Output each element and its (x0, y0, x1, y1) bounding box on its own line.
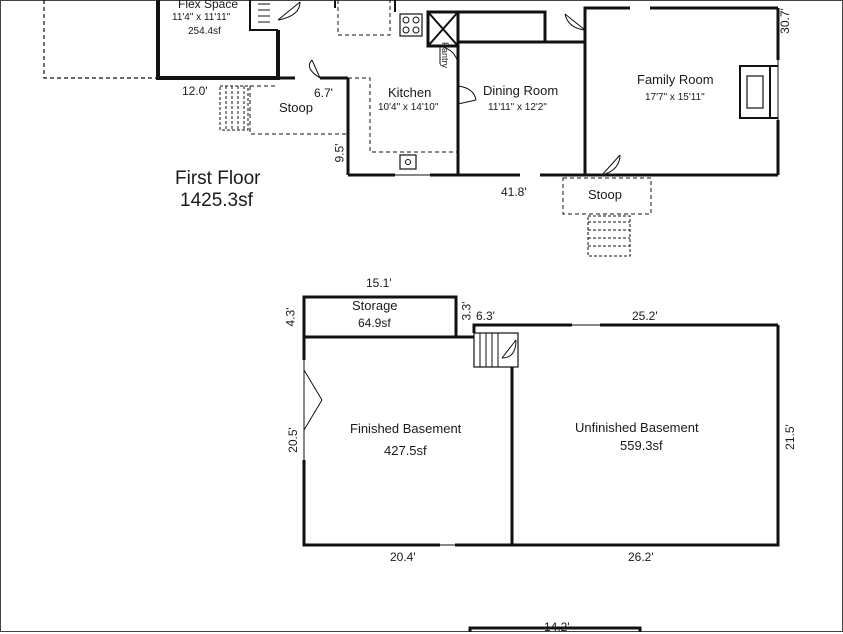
pantry-label: Pantry (440, 41, 451, 69)
dim-basement-left: 20.5' (285, 427, 300, 453)
finished-basement-label: Finished Basement (350, 421, 462, 436)
pantry-cross (427, 11, 459, 47)
flex-space-door-arc (277, 1, 301, 21)
first-floor-plan (43, 0, 780, 257)
flex-space-area: 254.4sf (188, 26, 221, 37)
dining-room-label: Dining Room (483, 83, 559, 98)
flex-space-label: Flex Space (178, 0, 239, 11)
dim-stair: 6.3' (476, 309, 495, 323)
fireplace (739, 65, 771, 119)
dim-kitchen-side: 9.5' (332, 143, 347, 163)
unfinished-basement-area: 559.3sf (620, 438, 663, 453)
dim-storage-right: 3.3' (459, 301, 474, 321)
flex-space-wall (156, 0, 280, 80)
basement-plan (302, 295, 780, 547)
dim-unfinished-top: 25.2' (632, 309, 658, 323)
upper-wall-segment (334, 0, 396, 12)
dashed-outline-left (43, 0, 158, 79)
dim-bottom-partial: 14.2' (544, 620, 570, 634)
flex-space-stair-wall (249, 0, 278, 31)
family-room-dims: 17'7" x 15'11" (645, 92, 705, 103)
dim-finished-bottom: 20.4' (390, 550, 416, 564)
dim-left-width: 12.0' (182, 84, 208, 98)
flex-space-dims: 11'4" x 11'11" (172, 12, 231, 23)
left-steps (219, 85, 249, 131)
family-room-label: Family Room (637, 72, 714, 87)
pantry-box (426, 10, 460, 48)
finished-basement-walls (302, 337, 512, 547)
upper-dashed-box (337, 0, 391, 36)
kitchen-sink (399, 154, 417, 170)
stoop-bottom-label: Stoop (588, 187, 622, 202)
dim-storage-top: 15.1' (366, 276, 392, 290)
stair-door-arc (501, 339, 517, 359)
kitchen-dining-door-arc (457, 85, 477, 105)
bottom-stoop-dashed (562, 177, 652, 215)
kitchen-dims: 10'4" x 14'10" (378, 102, 439, 113)
storage-label: Storage (352, 298, 398, 313)
stair-top-wall (472, 323, 518, 333)
dim-basement-right: 21.5' (782, 424, 797, 450)
dim-storage-left: 4.3' (283, 307, 298, 327)
storage-area: 64.9sf (358, 316, 391, 330)
unfinished-basement-label: Unfinished Basement (575, 420, 699, 435)
stoop-left-label: Stoop (279, 100, 313, 115)
finished-basement-area: 427.5sf (384, 443, 427, 458)
kitchen-counter-dashed (348, 77, 458, 153)
floor-title: First Floor (175, 168, 261, 189)
dim-unfinished-bottom: 26.2' (628, 550, 654, 564)
family-door-arc-top (564, 13, 586, 31)
dining-room-dims: 11'11" x 12'2" (488, 102, 547, 113)
dim-stoop: 6.7' (314, 86, 333, 100)
floor-area: 1425.3sf (180, 190, 253, 211)
dim-right: 30.7' (777, 8, 792, 34)
range-stove (399, 13, 423, 37)
kitchen-label: Kitchen (388, 85, 432, 100)
stoop-door-arc (308, 59, 321, 79)
bottom-partial-wall (468, 626, 642, 632)
bottom-steps (587, 215, 631, 257)
basement-stair (473, 332, 519, 368)
basement-double-door (303, 369, 323, 431)
top-wall-right (545, 6, 630, 44)
left-stoop-dashed (249, 85, 348, 135)
unfinished-right-wall (512, 325, 780, 547)
flex-space-stairs (258, 3, 270, 23)
dim-bottom: 41.8' (501, 185, 527, 199)
bottom-stoop-door-arc (601, 154, 621, 176)
